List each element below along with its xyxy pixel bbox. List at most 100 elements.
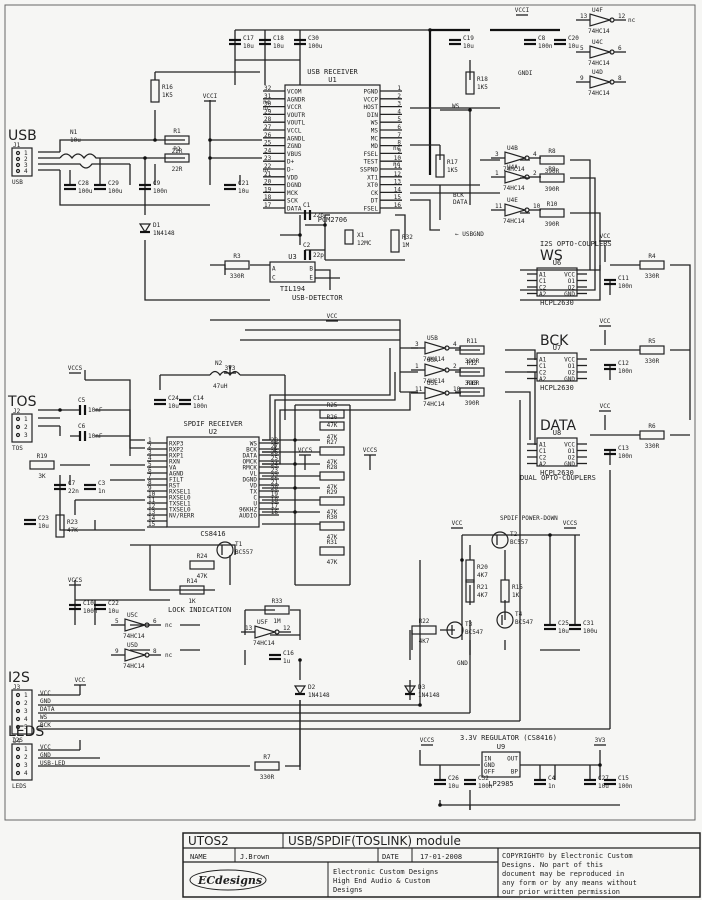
resistor-ref: R20 [477,564,488,571]
pin-number: 13 [394,179,402,186]
capacitor-ref: C21 [238,180,249,187]
capacitor-ref: C25 [558,620,569,627]
u2-spdif-receiver-part: CS8416 [200,530,225,538]
inverter-triangle [589,75,613,89]
power-label: 3V3 [595,737,606,744]
pin-name: C1 [539,278,547,285]
net-ws: WS [452,103,460,110]
capacitor-ref: C29 [108,180,119,187]
resistor-value: 390R [545,186,560,193]
capacitor-ref: C8 [538,35,546,42]
nc-marker: nc [393,161,401,168]
opto-ws-name: WS [540,248,563,264]
copyright-line-1: COPYRIGHT© by Electronic Custom [502,852,633,860]
connector-pin-number: 1 [24,692,28,699]
pin-name: TXSEL1 [169,501,191,508]
resistor-value: 390R [465,400,480,407]
resistor-ref: R29 [327,489,338,496]
diode-ref: D3 [418,684,426,691]
resistor-ref: R32 [402,234,413,241]
resistor-ref: R14 [187,578,198,585]
connector-i2s-label: I2S [8,670,30,686]
resistor-body [254,761,280,771]
junction-dot [293,486,297,490]
pin-name: WS [250,441,258,448]
pin-name: MC [371,135,379,142]
resistor-ref: R16 [162,84,173,91]
capacitor-value: 100n [618,283,633,290]
inverter-triangle [504,203,528,217]
resistor-ref: R3 [233,253,241,260]
pin-name: HOST [364,104,379,111]
connector-pin [15,716,21,722]
gate-ref: U5B [427,335,438,342]
resistor-value: 330R [260,774,275,781]
gate-part: 74HC14 [588,90,610,97]
resistor-ref: R33 [272,598,283,605]
gate-ref: U5C [127,612,138,619]
pin-number: 15 [394,194,402,201]
gate-part: 74HC14 [423,356,445,363]
capacitor-value: 100u [78,188,93,195]
connector-pin-number: 1 [24,150,28,157]
junction-dot [143,156,147,160]
power-3v3-u2: 3V3 [224,365,236,374]
resistor-value: 390R [465,380,480,387]
pin-name: AGND [169,471,184,478]
capacitor-value: 10u [238,188,249,195]
pin-name: A1 [539,442,547,449]
pin-name: BCK [246,447,257,454]
resistor-body [319,496,345,506]
power-vcci-u1: VCCI [203,93,218,102]
pin-number: 5 [148,461,152,468]
resistor-body [319,521,345,531]
capacitor-ref: C9 [153,180,161,187]
pin-number: 10 [394,155,402,162]
junction-dot [153,138,157,142]
pin-name: SCK [287,198,298,205]
pin-number: 22 [271,473,279,480]
capacitor-ref: C28 [78,180,89,187]
resistor-value: 330R [645,358,660,365]
resistor-ref: R4 [648,253,656,260]
pin-number: 18 [264,194,272,201]
capacitor-ref: C20 [568,35,579,42]
pin-number: 1 [397,85,401,92]
pin-number: 14 [394,186,402,193]
capacitor-ref: C3 [98,480,106,487]
capacitor-value: 100n [618,453,633,460]
u2-spdif-receiver-title: SPDIF RECEIVER [183,420,243,428]
power-label: VCCS [68,577,83,584]
inductor-value: 10u [70,137,81,144]
resistor-value: 1K5 [447,167,458,174]
capacitor-value: 22p [313,212,324,219]
power-label: VCCI [203,93,218,100]
resistor-body [465,71,475,95]
connector-pin [15,424,21,430]
resistor-value: 22R [172,148,183,155]
connector-pin-number: 2 [24,424,28,431]
pin-name: VCC [564,442,575,449]
resistor-value: 4K7 [477,572,488,579]
pin-number: 25 [264,140,272,147]
resistor-body [29,460,55,470]
capacitor-ref: C4 [548,775,556,782]
capacitor-ref: C2 [303,242,311,249]
pin-number: 24 [271,461,279,468]
pin-name: RXP1 [169,453,184,460]
